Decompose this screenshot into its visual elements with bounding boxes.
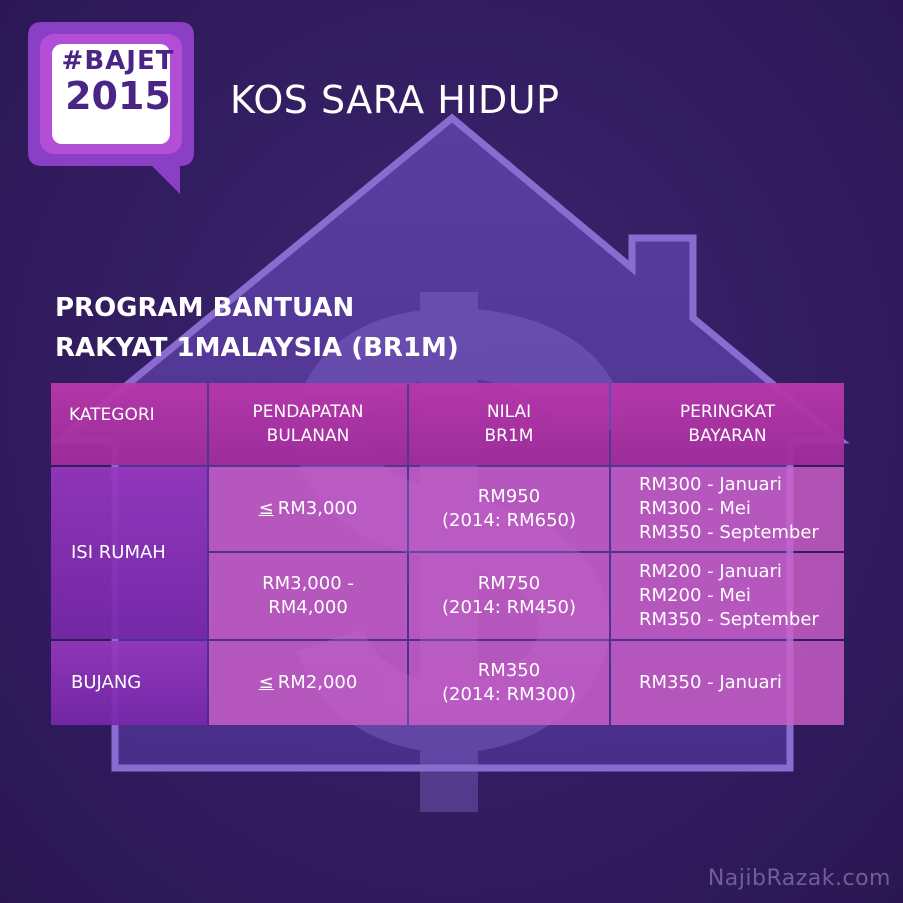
br1m-table: KATEGORI PENDAPATAN BULANAN NILAI BR1M P… bbox=[51, 383, 844, 725]
income-value: RM3,000 bbox=[277, 498, 358, 519]
group-isi-rumah-text: ISI RUMAH bbox=[71, 542, 166, 563]
header-peringkat-line2: BAYARAN bbox=[688, 426, 767, 446]
header-nilai: NILAI BR1M bbox=[409, 383, 609, 465]
program-title-line2: RAKYAT 1MALAYSIA (BR1M) bbox=[55, 333, 459, 363]
group-bujang-text: BUJANG bbox=[71, 672, 142, 693]
logo-year: 2015 bbox=[65, 74, 171, 118]
value-current: RM350 bbox=[477, 660, 541, 681]
header-peringkat: PERINGKAT BAYARAN bbox=[611, 383, 844, 465]
group-bujang: BUJANG bbox=[51, 641, 207, 725]
header-pendapatan: PENDAPATAN BULANAN bbox=[209, 383, 407, 465]
value-previous: (2014: RM650) bbox=[441, 510, 577, 531]
program-title-line1: PROGRAM BANTUAN bbox=[55, 293, 355, 323]
table-row-2-value: RM750 (2014: RM450) bbox=[409, 553, 609, 639]
income-text: ≤RM3,000 bbox=[209, 497, 407, 521]
header-pendapatan-line2: BULANAN bbox=[266, 426, 350, 446]
pay-line: RM350 - Januari bbox=[639, 672, 782, 693]
less-equal-symbol: ≤ bbox=[258, 672, 274, 693]
table-row-3-value: RM350 (2014: RM300) bbox=[409, 641, 609, 725]
header-peringkat-line1: PERINGKAT bbox=[679, 402, 776, 422]
table-row-2-income: RM3,000 - RM4,000 bbox=[209, 553, 407, 639]
logo-text: #BAJET 2015 bbox=[59, 48, 177, 115]
income-line1: RM3,000 - bbox=[262, 573, 354, 594]
table-row-3-pay: RM350 - Januari bbox=[611, 641, 844, 725]
table-row-1-income: ≤RM3,000 bbox=[209, 467, 407, 551]
logo-hashtag: #BAJET bbox=[61, 46, 175, 76]
income-text: ≤RM2,000 bbox=[209, 671, 407, 695]
value-previous: (2014: RM450) bbox=[441, 597, 577, 618]
income-line2: RM4,000 bbox=[268, 597, 348, 618]
header-kategori: KATEGORI bbox=[51, 383, 207, 465]
less-equal-symbol: ≤ bbox=[258, 498, 274, 519]
income-value: RM2,000 bbox=[277, 672, 358, 693]
pay-line: RM350 - September bbox=[639, 609, 819, 630]
value-previous: (2014: RM300) bbox=[441, 684, 577, 705]
pay-line: RM350 - September bbox=[639, 522, 819, 543]
pay-line: RM200 - Januari bbox=[639, 561, 782, 582]
header-nilai-line2: BR1M bbox=[484, 426, 534, 446]
pay-line: RM200 - Mei bbox=[639, 585, 751, 606]
table-row-2-pay: RM200 - Januari RM200 - Mei RM350 - Sept… bbox=[611, 553, 844, 639]
watermark: NajibRazak.com bbox=[707, 866, 891, 891]
header-kategori-text: KATEGORI bbox=[69, 405, 155, 425]
header-pendapatan-line1: PENDAPATAN bbox=[252, 402, 364, 422]
table-row-3-income: ≤RM2,000 bbox=[209, 641, 407, 725]
program-title: PROGRAM BANTUAN RAKYAT 1MALAYSIA (BR1M) bbox=[55, 288, 459, 368]
speech-bubble-icon bbox=[28, 22, 194, 194]
group-isi-rumah: ISI RUMAH bbox=[51, 467, 207, 639]
table-row-1-value: RM950 (2014: RM650) bbox=[409, 467, 609, 551]
pay-line: RM300 - Januari bbox=[639, 474, 782, 495]
table-row-1-pay: RM300 - Januari RM300 - Mei RM350 - Sept… bbox=[611, 467, 844, 551]
pay-line: RM300 - Mei bbox=[639, 498, 751, 519]
header-nilai-line1: NILAI bbox=[486, 402, 532, 422]
page-title: KOS SARA HIDUP bbox=[230, 78, 560, 122]
value-current: RM950 bbox=[477, 486, 541, 507]
value-current: RM750 bbox=[477, 573, 541, 594]
